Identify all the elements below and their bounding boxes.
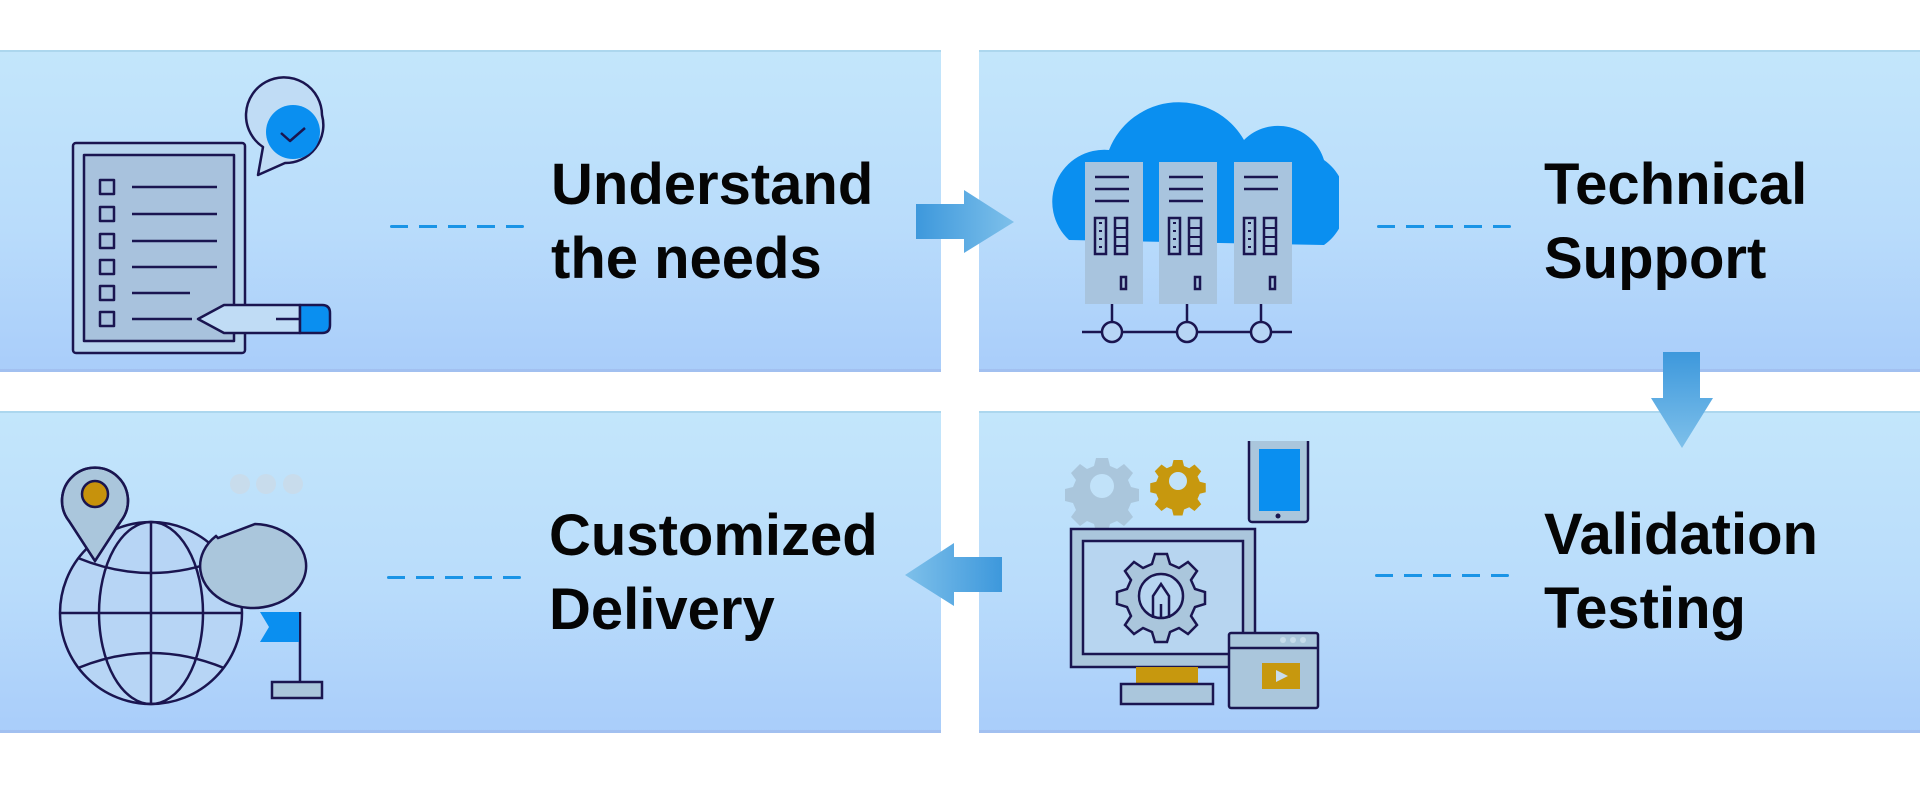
- checklist-with-pencil-icon: [71, 76, 332, 355]
- step-label-line2: Support: [1544, 226, 1767, 291]
- arrow-down-icon: [1651, 352, 1713, 448]
- monitor-gear-devices-icon: [1065, 441, 1320, 710]
- step-panel-validation: Validation Testing: [979, 411, 1920, 733]
- connector-dash: [390, 225, 524, 228]
- step-panel-delivery: Customized Delivery: [0, 411, 941, 733]
- connector-dash: [1375, 574, 1509, 577]
- step-label-understand: Understand the needs: [551, 148, 873, 296]
- globe-location-icon: [58, 466, 324, 706]
- step-label-delivery: Customized Delivery: [549, 499, 878, 647]
- step-label-line2: Delivery: [549, 577, 775, 642]
- cloud-servers-icon: [1052, 102, 1339, 344]
- step-panel-technical: Technical Support: [979, 50, 1920, 372]
- step-label-line1: Validation: [1544, 502, 1818, 567]
- arrow-left-icon: [905, 543, 1002, 606]
- step-label-line1: Customized: [549, 503, 878, 568]
- step-label-technical: Technical Support: [1544, 148, 1807, 296]
- step-panel-understand: Understand the needs: [0, 50, 941, 372]
- connector-dash: [1377, 225, 1511, 228]
- step-label-line2: Testing: [1544, 576, 1746, 641]
- arrow-right-icon: [916, 190, 1014, 253]
- step-label-validation: Validation Testing: [1544, 498, 1818, 646]
- step-label-line2: the needs: [551, 226, 822, 291]
- gear-icon: [1150, 460, 1206, 516]
- connector-dash: [387, 576, 521, 579]
- gear-icon: [1065, 458, 1139, 532]
- step-label-line1: Understand: [551, 152, 874, 217]
- step-label-line1: Technical: [1544, 152, 1808, 217]
